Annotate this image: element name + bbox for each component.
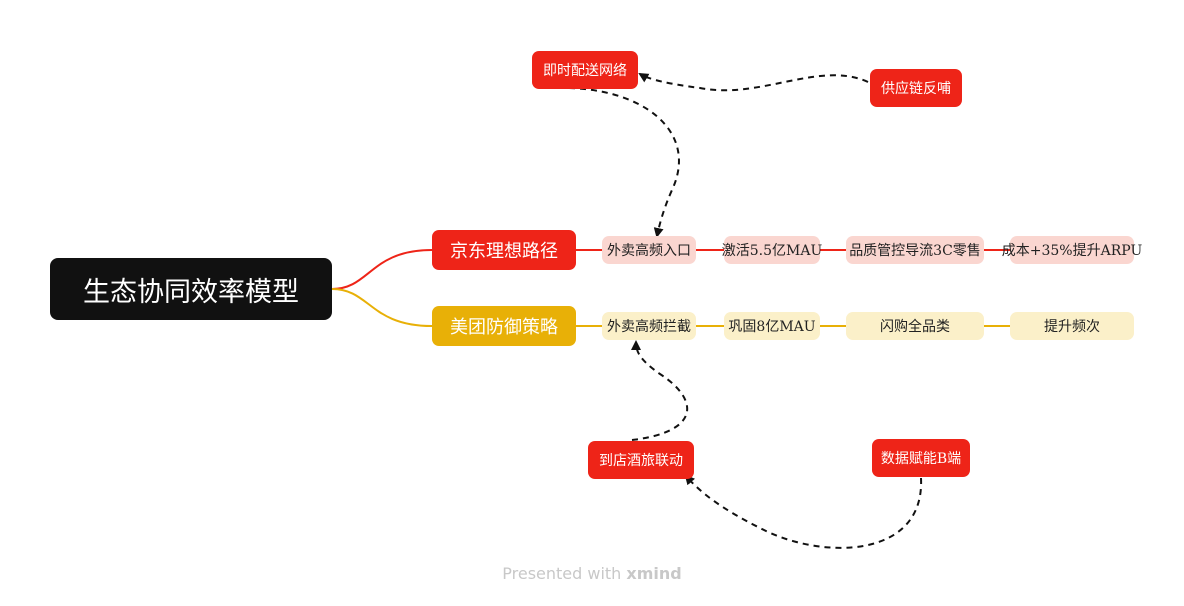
watermark: Presented with xmind — [0, 564, 1184, 583]
subtopic-activate-mau[interactable]: 激活5.5亿MAU — [722, 236, 822, 264]
floating-data-enable[interactable]: 数据赋能B端 — [872, 439, 970, 477]
relation-data-to-travel — [684, 474, 923, 549]
subtopic-takeout-intercept[interactable]: 外卖高频拦截 — [602, 312, 696, 340]
branch-connector-red — [331, 249, 433, 290]
central-topic[interactable]: 生态协同效率模型 — [50, 258, 332, 320]
relation-delivery-to-takeout — [557, 86, 680, 238]
subtopic-flash-all-category[interactable]: 闪购全品类 — [846, 312, 984, 340]
subtopic-takeout-entry[interactable]: 外卖高频入口 — [602, 236, 696, 264]
floating-in-store-travel[interactable]: 到店酒旅联动 — [588, 441, 694, 479]
floating-instant-delivery[interactable]: 即时配送网络 — [532, 51, 638, 89]
subtopic-boost-frequency[interactable]: 提升频次 — [1010, 312, 1134, 340]
floating-supply-chain[interactable]: 供应链反哺 — [870, 69, 962, 107]
watermark-prefix: Presented with — [502, 564, 622, 583]
watermark-brand: xmind — [626, 564, 682, 583]
subtopic-cost-arpu[interactable]: 成本+35%提升ARPU — [1002, 236, 1142, 264]
relation-travel-to-intercept — [631, 340, 689, 441]
subtopic-quality-3c[interactable]: 品质管控导流3C零售 — [846, 236, 984, 264]
branch-meituan-defense[interactable]: 美团防御策略 — [432, 306, 576, 346]
branch-jd-ideal-path[interactable]: 京东理想路径 — [432, 230, 576, 270]
branch-connector-gold — [331, 288, 433, 327]
subtopic-consolidate-mau[interactable]: 巩固8亿MAU — [724, 312, 820, 340]
relation-supply-to-delivery — [638, 72, 869, 92]
